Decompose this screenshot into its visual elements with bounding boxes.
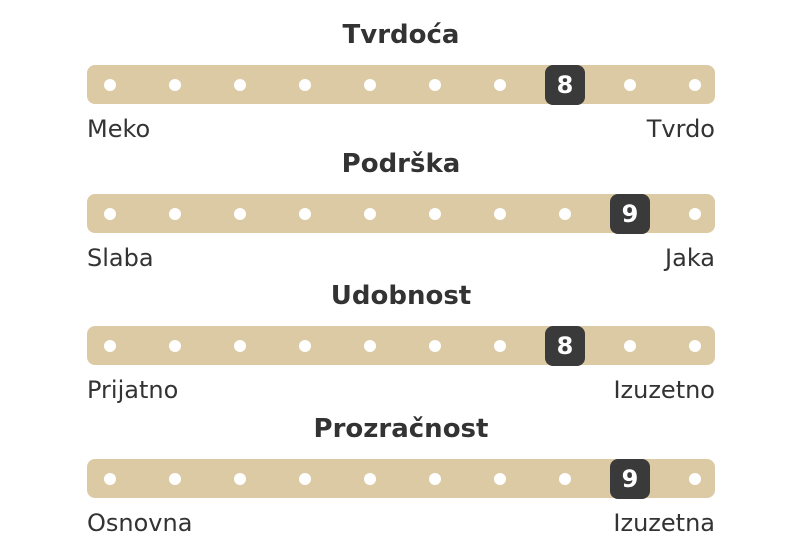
- rating-step-dot: [689, 78, 701, 91]
- rating-title: Prozračnost: [313, 414, 489, 444]
- rating-step-dot: [364, 472, 376, 485]
- rating-step-dot: [169, 339, 181, 352]
- rating-step-dot: [559, 472, 571, 485]
- rating-max-label: Tvrdo: [646, 115, 715, 143]
- rating-step-dot: [299, 339, 311, 352]
- rating-step-dot: [169, 207, 181, 220]
- rating-step-dot: [299, 472, 311, 485]
- rating-step-dot: [429, 78, 441, 91]
- rating-step-dot: [494, 472, 506, 485]
- rating-title: Udobnost: [330, 281, 472, 311]
- rating-min-label: Prijatno: [87, 376, 179, 404]
- rating-step-dot: [104, 207, 116, 220]
- rating-title: Tvrdoća: [342, 20, 460, 50]
- rating-max-label: Izuzetna: [613, 509, 715, 537]
- rating-step-dot: [234, 207, 246, 220]
- rating-step-dot: [364, 339, 376, 352]
- rating-step-dot: [169, 78, 181, 91]
- rating-step-dot: [299, 207, 311, 220]
- rating-step-dot: [364, 78, 376, 91]
- rating-step-dot: [494, 78, 506, 91]
- rating-value-marker: 8: [545, 64, 585, 105]
- rating-step-dot: [104, 78, 116, 91]
- rating-value-marker: 9: [610, 193, 650, 234]
- rating-step-dot: [494, 339, 506, 352]
- rating-max-label: Izuzetno: [613, 376, 715, 404]
- rating-step-dot: [689, 207, 701, 220]
- rating-value-marker: 8: [545, 325, 585, 366]
- rating-step-dot: [364, 207, 376, 220]
- rating-step-dot: [624, 339, 636, 352]
- rating-step-dot: [559, 207, 571, 220]
- rating-step-dot: [624, 78, 636, 91]
- rating-min-label: Slaba: [87, 244, 154, 272]
- rating-step-dot: [104, 472, 116, 485]
- rating-min-label: Osnovna: [87, 509, 193, 537]
- rating-step-dot: [429, 339, 441, 352]
- rating-breathability: Prozračnost 9 Osnovna Izuzetna: [87, 414, 715, 544]
- rating-step-dot: [494, 207, 506, 220]
- rating-step-dot: [234, 78, 246, 91]
- rating-step-dot: [429, 472, 441, 485]
- rating-max-label: Jaka: [665, 244, 715, 272]
- rating-bar: 8: [87, 325, 715, 366]
- rating-step-dot: [234, 472, 246, 485]
- rating-firmness: Tvrdoća 8 Meko Tvrdo: [87, 20, 715, 150]
- rating-step-dot: [689, 472, 701, 485]
- rating-value-marker: 9: [610, 458, 650, 499]
- rating-support: Podrška 9 Slaba Jaka: [87, 149, 715, 279]
- rating-step-dot: [689, 339, 701, 352]
- rating-step-dot: [429, 207, 441, 220]
- rating-step-dot: [104, 339, 116, 352]
- rating-step-dot: [169, 472, 181, 485]
- rating-step-dot: [234, 339, 246, 352]
- rating-bar: 8: [87, 64, 715, 105]
- rating-step-dot: [299, 78, 311, 91]
- rating-bar: 9: [87, 193, 715, 234]
- rating-bar: 9: [87, 458, 715, 499]
- rating-comfort: Udobnost 8 Prijatno Izuzetno: [87, 281, 715, 411]
- rating-min-label: Meko: [87, 115, 151, 143]
- rating-title: Podrška: [341, 149, 461, 179]
